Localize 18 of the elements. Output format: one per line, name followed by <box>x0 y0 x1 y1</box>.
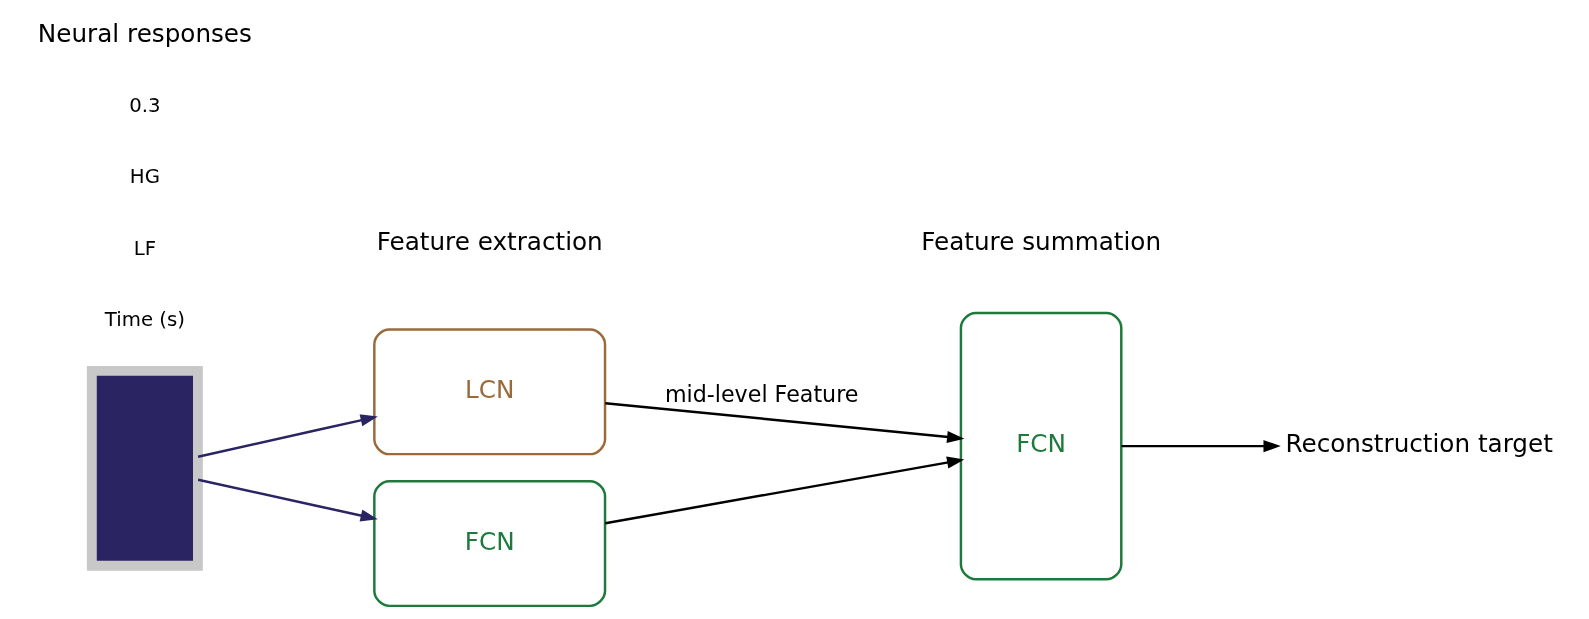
label: LF <box>133 236 156 260</box>
arrow <box>1121 440 1281 453</box>
node-box: FCN <box>959 311 1123 581</box>
arrow <box>197 478 378 522</box>
node-box: FCN <box>372 480 606 608</box>
label: 0.3 <box>128 93 161 117</box>
node-box: LCN <box>372 328 606 456</box>
arrow <box>197 414 378 458</box>
arrow <box>604 401 964 443</box>
edge-label: mid-level Feature <box>664 381 858 408</box>
arrow <box>604 456 964 525</box>
label: Feature summation <box>920 226 1161 256</box>
label: Neural responses <box>37 18 252 48</box>
node-box <box>86 365 203 571</box>
label: HG <box>129 165 160 189</box>
label: Time (s) <box>104 308 185 332</box>
label: Feature extraction <box>376 226 603 256</box>
node-text: Reconstruction target <box>1285 429 1553 459</box>
